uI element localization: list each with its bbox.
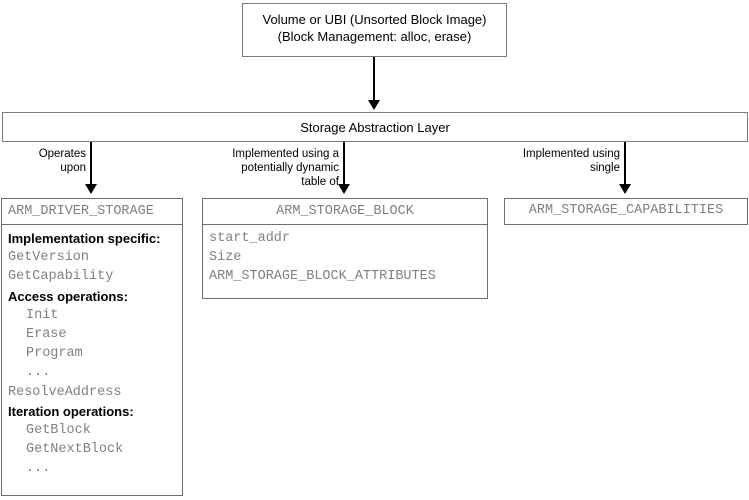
storage-abstraction-layer-label: Storage Abstraction Layer bbox=[300, 120, 450, 135]
class-section-label: Iteration operations: bbox=[8, 403, 134, 419]
edge-label-implemented-using-single: Implemented using single bbox=[522, 148, 620, 174]
connector-layer-to-driver bbox=[90, 142, 92, 186]
class-member-item: Program bbox=[26, 346, 83, 362]
class-member-item: GetNextBlock bbox=[26, 442, 124, 458]
class-box-arm-driver-storage: ARM_DRIVER_STORAGE Implementation specif… bbox=[1, 198, 183, 496]
class-title-arm-storage-capabilities: ARM_STORAGE_CAPABILITIES bbox=[528, 203, 724, 218]
class-box-arm-storage-capabilities: ARM_STORAGE_CAPABILITIES bbox=[504, 198, 748, 225]
class-member-item: ... bbox=[26, 365, 51, 381]
class-member-item: GetVersion bbox=[8, 250, 90, 266]
class-member-item: Size bbox=[209, 250, 242, 266]
volume-ubi-line-1: Volume or UBI (Unsorted Block Image) bbox=[262, 12, 487, 27]
class-member-item: ... bbox=[26, 461, 51, 477]
connector-layer-to-block bbox=[343, 142, 345, 186]
arrowhead-layer-to-capabilities bbox=[619, 184, 631, 194]
class-member-item: Erase bbox=[26, 327, 67, 343]
class-section-label: Access operations: bbox=[8, 288, 128, 304]
storage-abstraction-layer-box: Storage Abstraction Layer bbox=[2, 112, 748, 142]
edge-label-operates-upon: Operates upon bbox=[38, 148, 86, 174]
class-member-item: GetCapability bbox=[8, 269, 114, 285]
arrowhead-volume-to-layer bbox=[368, 100, 380, 110]
connector-volume-to-layer bbox=[373, 57, 375, 103]
volume-ubi-line-2: (Block Management: alloc, erase) bbox=[277, 29, 472, 44]
class-member-item: GetBlock bbox=[26, 423, 91, 439]
edge-label-implemented-using-table: Implemented using a potentially dynamic … bbox=[232, 148, 339, 188]
class-member-item: Init bbox=[26, 307, 59, 323]
class-member-item: ResolveAddress bbox=[8, 384, 122, 400]
connector-layer-to-capabilities bbox=[624, 142, 626, 186]
class-title-arm-storage-block: ARM_STORAGE_BLOCK bbox=[203, 199, 487, 225]
class-member-item: start_addr bbox=[209, 231, 291, 246]
arrowhead-layer-to-driver bbox=[85, 184, 97, 194]
volume-ubi-box: Volume or UBI (Unsorted Block Image) (Bl… bbox=[242, 3, 507, 57]
class-section-label: Implementation specific: bbox=[8, 231, 161, 246]
class-member-item: ARM_STORAGE_BLOCK_ATTRIBUTES bbox=[209, 269, 436, 285]
class-title-arm-driver-storage: ARM_DRIVER_STORAGE bbox=[2, 199, 182, 225]
arrowhead-layer-to-block bbox=[338, 184, 350, 194]
